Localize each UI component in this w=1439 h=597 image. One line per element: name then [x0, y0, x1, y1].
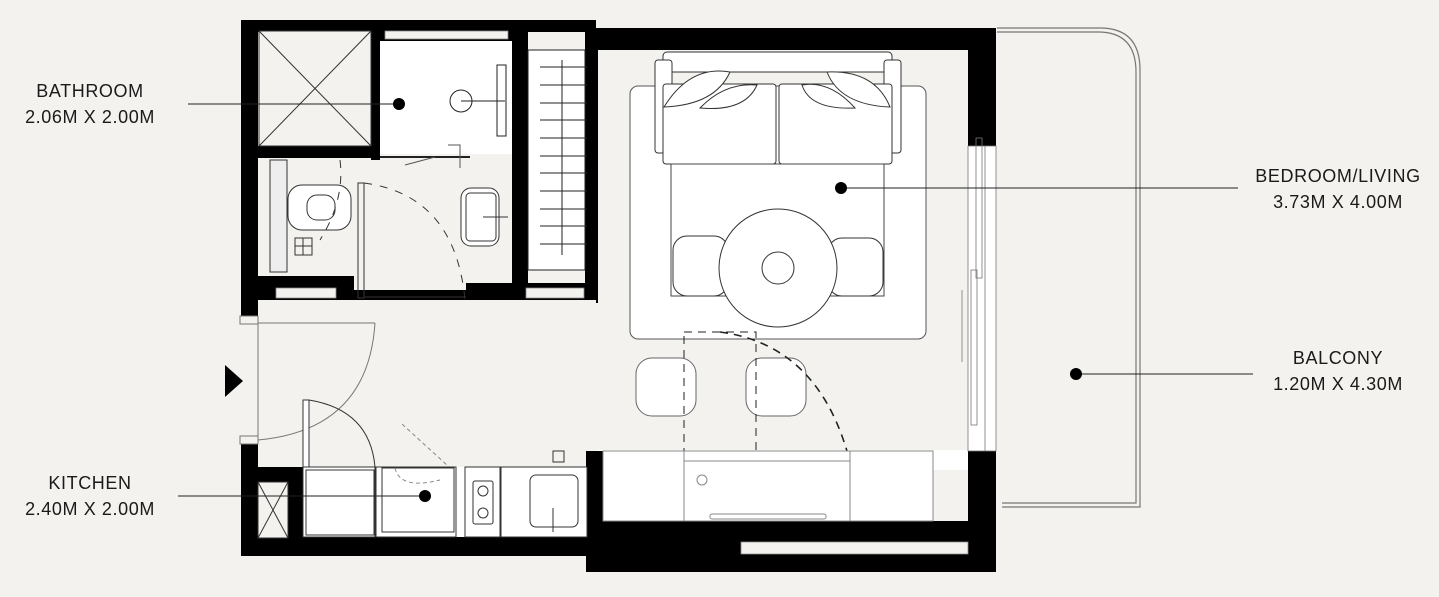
kitchen-units — [302, 399, 588, 538]
entrance-arrow-icon — [225, 365, 243, 397]
balcony-name: BALCONY — [1292, 348, 1384, 368]
dining-table — [672, 208, 884, 328]
balcony-label: BALCONY 1.20M X 4.30M — [1253, 345, 1423, 397]
walls — [241, 20, 996, 572]
kitchen-dims: 2.40M X 2.00M — [25, 499, 155, 519]
sofa — [654, 51, 902, 165]
shower — [380, 64, 507, 168]
living-counter — [602, 450, 934, 522]
hallway-floor — [258, 300, 598, 467]
windows — [275, 30, 969, 555]
bathroom-label: BATHROOM 2.06M X 2.00M — [10, 78, 170, 130]
shaft-bathroom — [258, 30, 372, 147]
balcony-dims: 1.20M X 4.30M — [1273, 374, 1403, 394]
entrance-door — [239, 315, 376, 445]
bedroom-living-label: BEDROOM/LIVING 3.73M X 4.00M — [1238, 163, 1438, 215]
bedroom-living-name: BEDROOM/LIVING — [1255, 166, 1421, 186]
leader-dot-icon — [393, 98, 1082, 502]
sliding-door — [961, 137, 997, 452]
bathroom-name: BATHROOM — [36, 81, 144, 101]
bathroom-door — [319, 159, 466, 301]
bedroom-living-dims: 3.73M X 4.00M — [1273, 192, 1403, 212]
bathroom-sink — [460, 187, 508, 247]
kitchen-label: KITCHEN 2.40M X 2.00M — [10, 470, 170, 522]
balcony-railing — [997, 27, 1141, 508]
wardrobe — [527, 49, 587, 271]
bar-stools — [635, 357, 807, 417]
bathroom-dims: 2.06M X 2.00M — [25, 107, 155, 127]
leader-lines — [178, 103, 1253, 497]
kitchen-name: KITCHEN — [48, 473, 132, 493]
shaft-kitchen — [257, 481, 289, 539]
